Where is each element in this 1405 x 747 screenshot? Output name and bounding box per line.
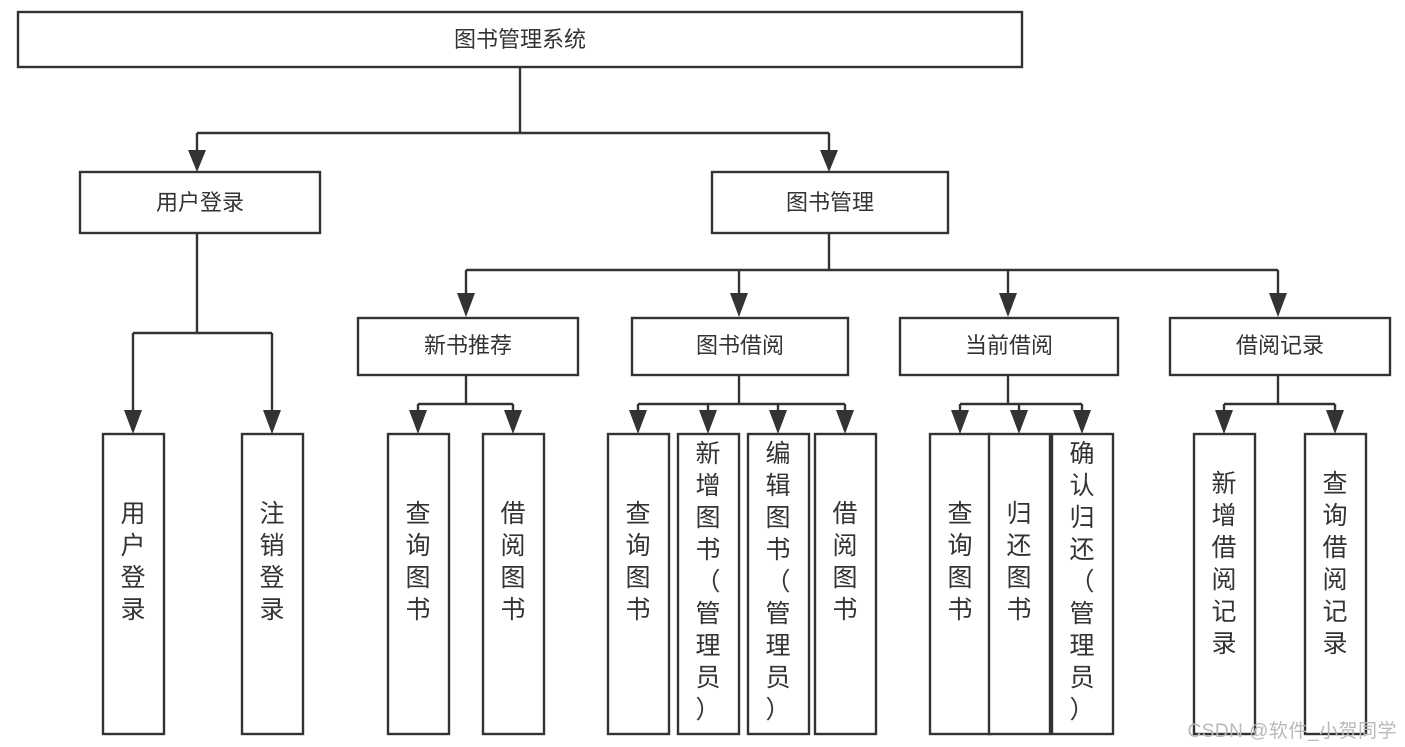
node-leaf-query-book-3[interactable]: 查询图书 [928,432,993,736]
node-borrow-record-label: 借阅记录 [1236,333,1324,358]
node-leaf-query-book-3-box[interactable] [928,432,993,736]
node-leaf-query-book-1-box[interactable] [386,432,451,736]
node-leaf-confirm-return-box[interactable] [1050,432,1115,736]
node-leaf-return-book-box[interactable] [987,432,1052,736]
node-leaf-confirm-return-label: 确认归还（管理员） [1069,440,1094,724]
node-leaf-add-record-label: 新增借阅记录 [1211,470,1236,658]
arrow-head-user-login [188,150,206,172]
node-new-book-recommend[interactable]: 新书推荐 [356,316,580,377]
arrow-head-leaf-user-login [124,410,142,434]
node-book-borrow-box[interactable] [630,316,850,377]
arrow-head-new-book-recommend [457,293,475,317]
connector-group-current-borrow [951,375,1091,434]
node-leaf-logout-label: 注销登录 [259,500,284,624]
node-leaf-logout-box[interactable] [240,432,305,736]
node-leaf-add-book-label: 新增图书（管理员） [695,440,720,724]
node-leaf-borrow-book-1[interactable]: 借阅图书 [481,432,546,736]
node-leaf-add-record-box[interactable] [1192,432,1257,736]
node-leaf-query-record[interactable]: 查询借阅记录 [1303,432,1368,736]
node-borrow-record[interactable]: 借阅记录 [1168,316,1392,377]
node-book-manage-box[interactable] [710,170,950,235]
node-book-manage[interactable]: 图书管理 [710,170,950,235]
node-book-borrow[interactable]: 图书借阅 [630,316,850,377]
arrow-head-leaf-borrow-book-1 [504,410,522,434]
node-leaf-edit-book[interactable]: 编辑图书（管理员） [746,432,811,736]
node-leaf-borrow-book-2-label: 借阅图书 [832,500,857,624]
arrow-head-borrow-record [1269,293,1287,317]
node-leaf-query-book-1[interactable]: 查询图书 [386,432,451,736]
node-leaf-query-record-box[interactable] [1303,432,1368,736]
arrow-head-book-borrow [730,293,748,317]
arrow-head-leaf-edit-book [769,410,787,434]
node-leaf-query-book-3-label: 查询图书 [947,500,972,624]
node-leaf-query-book-2-box[interactable] [606,432,671,736]
node-leaf-logout[interactable]: 注销登录 [240,432,305,736]
node-current-borrow-box[interactable] [898,316,1120,377]
node-current-borrow-label: 当前借阅 [965,333,1053,358]
arrow-head-leaf-return-book [1010,410,1028,434]
arrow-head-leaf-query-book-2 [629,410,647,434]
arrow-head-leaf-query-book-3 [951,410,969,434]
node-leaf-borrow-book-1-box[interactable] [481,432,546,736]
node-leaf-return-book-label: 归还图书 [1006,500,1031,624]
node-new-book-recommend-box[interactable] [356,316,580,377]
connector-group-book-borrow [629,375,854,434]
node-leaf-query-book-2-label: 查询图书 [625,500,650,624]
node-borrow-record-box[interactable] [1168,316,1392,377]
node-leaf-edit-book-box[interactable] [746,432,811,736]
arrow-head-leaf-add-record [1215,410,1233,434]
node-leaf-query-record-label: 查询借阅记录 [1322,470,1347,658]
connector-group-book-manage [457,233,1287,317]
connector-group-user-login [124,233,281,434]
arrow-head-leaf-borrow-book-2 [836,410,854,434]
node-user-login-label: 用户登录 [156,190,244,215]
node-user-login-box[interactable] [78,170,322,235]
node-leaf-query-book-1-label: 查询图书 [405,500,430,624]
connector-group-new-book-recommend [409,375,522,434]
node-leaf-add-book[interactable]: 新增图书（管理员） [676,432,741,736]
arrow-head-leaf-confirm-return [1073,410,1091,434]
node-root-system-box[interactable] [16,10,1024,69]
node-leaf-borrow-book-2-box[interactable] [813,432,878,736]
node-leaf-add-book-box[interactable] [676,432,741,736]
arrow-head-leaf-query-record [1326,410,1344,434]
node-leaf-query-book-2[interactable]: 查询图书 [606,432,671,736]
arrow-head-current-borrow [999,293,1017,317]
arrow-head-leaf-logout [263,410,281,434]
node-new-book-recommend-label: 新书推荐 [424,333,512,358]
node-book-borrow-label: 图书借阅 [696,333,784,358]
node-leaf-edit-book-label: 编辑图书（管理员） [765,440,790,724]
node-leaf-confirm-return[interactable]: 确认归还（管理员） [1050,432,1115,736]
node-root-system-label: 图书管理系统 [454,27,586,52]
node-leaf-user-login-label: 用户登录 [120,500,145,624]
node-leaf-return-book[interactable]: 归还图书 [987,432,1052,736]
node-leaf-add-record[interactable]: 新增借阅记录 [1192,432,1257,736]
arrow-head-book-manage [820,150,838,172]
node-current-borrow[interactable]: 当前借阅 [898,316,1120,377]
node-leaf-borrow-book-2[interactable]: 借阅图书 [813,432,878,736]
node-leaf-borrow-book-1-label: 借阅图书 [500,500,525,624]
node-leaf-user-login[interactable]: 用户登录 [101,432,166,736]
connector-group-borrow-record [1215,375,1344,434]
node-user-login[interactable]: 用户登录 [78,170,322,235]
arrow-head-leaf-add-book [699,410,717,434]
arrow-head-leaf-query-book-1 [409,410,427,434]
node-leaf-user-login-box[interactable] [101,432,166,736]
connector-group-root [188,67,838,172]
node-book-manage-label: 图书管理 [786,190,874,215]
node-root-system[interactable]: 图书管理系统 [16,10,1024,69]
